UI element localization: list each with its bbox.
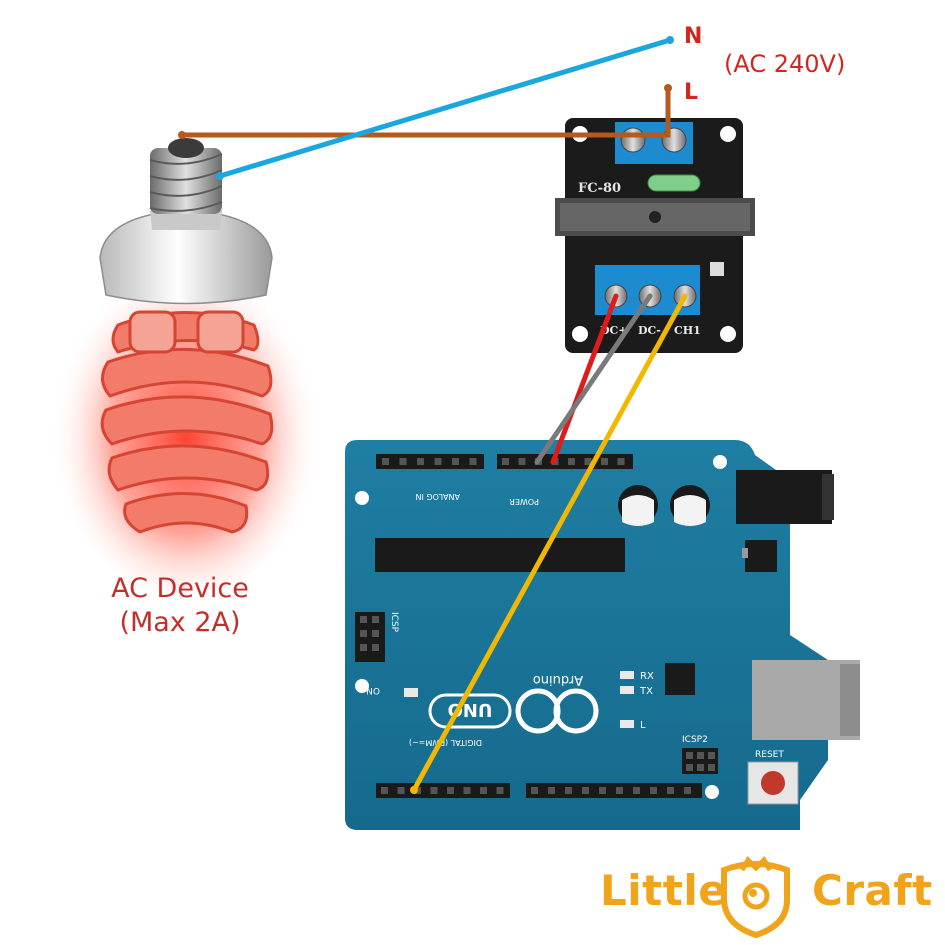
ground-wire: [534, 293, 653, 465]
header-pin-hole: [684, 787, 691, 794]
header-pin-hole: [399, 458, 407, 465]
positive-wire: [550, 293, 619, 465]
neutral-label: N: [684, 24, 703, 49]
header-pin-hole: [480, 787, 487, 794]
header-pin-hole: [469, 458, 477, 465]
ac-device-label: AC Device (Max 2A): [85, 572, 275, 640]
header-pin-hole: [360, 644, 367, 651]
header-pin-hole: [633, 787, 640, 794]
header-pin-hole: [381, 787, 388, 794]
live-label: L: [684, 80, 699, 105]
ssr-relay-module: FC-80 DC+ DC- CH1: [555, 118, 755, 353]
header-pin-hole: [708, 764, 715, 771]
analog-in-label: ANALOG IN: [416, 492, 461, 501]
header-pins: [360, 458, 715, 794]
icsp2-label: ICSP2: [682, 735, 708, 745]
header-pin-hole: [650, 787, 657, 794]
spiral-tube: [100, 311, 274, 534]
header-pin-hole: [548, 787, 555, 794]
ac-device-bulb: [51, 138, 321, 595]
header-pin-hole: [360, 616, 367, 623]
l-led-label: L: [640, 720, 646, 731]
header-pin-hole: [452, 458, 459, 465]
arduino-uno-board: RESET ICSP2 ICSP ON RX TX L UNO Arduino …: [345, 440, 860, 830]
brand-right-text: Craft: [812, 866, 933, 915]
header-pin-hole: [397, 787, 405, 794]
header-pin-hole: [616, 787, 623, 794]
header-pin-hole: [372, 644, 379, 651]
header-pin-hole: [565, 787, 572, 794]
header-pin-hole: [568, 458, 575, 465]
header-pin-hole: [686, 764, 693, 771]
header-pin-hole: [496, 787, 504, 794]
header-pin-hole: [582, 787, 589, 794]
live-wire: [179, 85, 671, 138]
header-pin-hole: [463, 787, 471, 794]
supply-voltage-label: (AC 240V): [724, 50, 846, 78]
arduino-text: Arduino: [533, 672, 583, 687]
header-pin-hole: [372, 616, 379, 623]
header-pin-hole: [430, 787, 438, 794]
icsp-label: ICSP: [389, 612, 399, 633]
header-pin-hole: [502, 458, 509, 465]
header-pin-hole: [697, 752, 704, 759]
header-pin-hole: [708, 752, 715, 759]
header-pin-hole: [434, 458, 442, 465]
neutral-wire: [217, 37, 673, 179]
ac-device-title: AC Device: [111, 573, 249, 604]
tx-label: TX: [639, 686, 653, 697]
relay-pin-ch1: CH1: [674, 324, 701, 337]
header-pin-hole: [518, 458, 526, 465]
wire-terminals: [178, 36, 674, 794]
header-pin-hole: [667, 787, 674, 794]
header-pin-hole: [360, 630, 367, 637]
brand-left-text: Little: [600, 866, 728, 915]
reset-label: RESET: [755, 750, 784, 760]
header-pin-hole: [584, 458, 592, 465]
signal-wire: [411, 293, 688, 793]
relay-pin-dcminus: DC-: [638, 324, 661, 337]
arduino-logo: UNO Arduino: [428, 672, 599, 734]
header-pin-hole: [599, 787, 606, 794]
digital-label: DIGITAL (PWM=~): [409, 738, 482, 747]
relay-pin-dcplus: DC+: [600, 324, 628, 337]
header-pin-hole: [617, 458, 625, 465]
wires: [179, 37, 688, 793]
header-pin-hole: [372, 630, 379, 637]
on-label: ON: [366, 685, 380, 695]
header-pin-hole: [382, 458, 389, 465]
littlecraft-logo-mark: [721, 855, 790, 939]
ac-device-rating: (Max 2A): [119, 607, 241, 638]
power-label: POWER: [509, 497, 539, 506]
header-pin-hole: [686, 752, 693, 759]
header-pin-hole: [601, 458, 608, 465]
relay-model: FC-80: [578, 181, 621, 196]
rx-label: RX: [640, 671, 654, 682]
header-pin-hole: [697, 764, 704, 771]
header-pin-hole: [447, 787, 454, 794]
header-pin-hole: [531, 787, 538, 794]
header-pin-hole: [417, 458, 424, 465]
